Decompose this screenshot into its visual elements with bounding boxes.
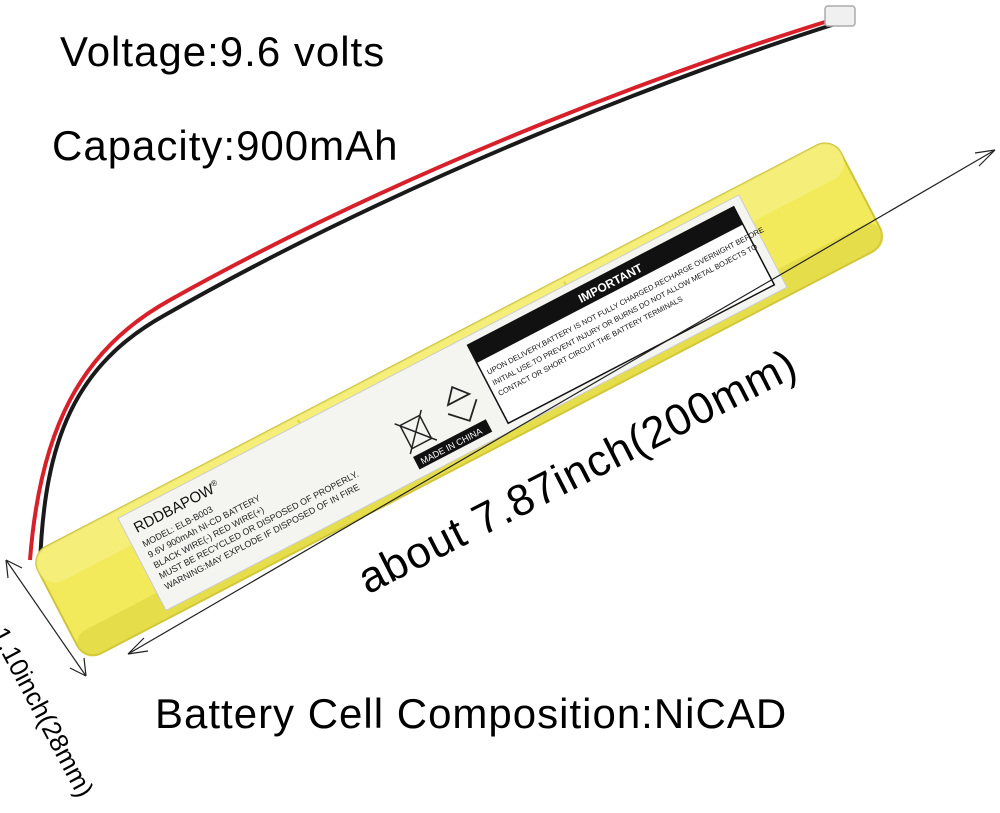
composition-spec: Battery Cell Composition:NiCAD bbox=[155, 690, 788, 737]
red-wire bbox=[28, 16, 839, 561]
black-wire bbox=[38, 22, 836, 567]
length-dimension-arrow bbox=[127, 149, 996, 655]
width-dimension-arrow bbox=[5, 559, 87, 677]
made-in-badge bbox=[413, 419, 493, 470]
wire-connector bbox=[824, 5, 856, 27]
capacity-spec: Capacity:900mAh bbox=[52, 122, 399, 169]
voltage-spec: Voltage:9.6 volts bbox=[60, 28, 386, 75]
crossed-bin-icon bbox=[394, 409, 438, 455]
recycle-icon bbox=[446, 385, 478, 422]
important-box bbox=[466, 205, 776, 425]
